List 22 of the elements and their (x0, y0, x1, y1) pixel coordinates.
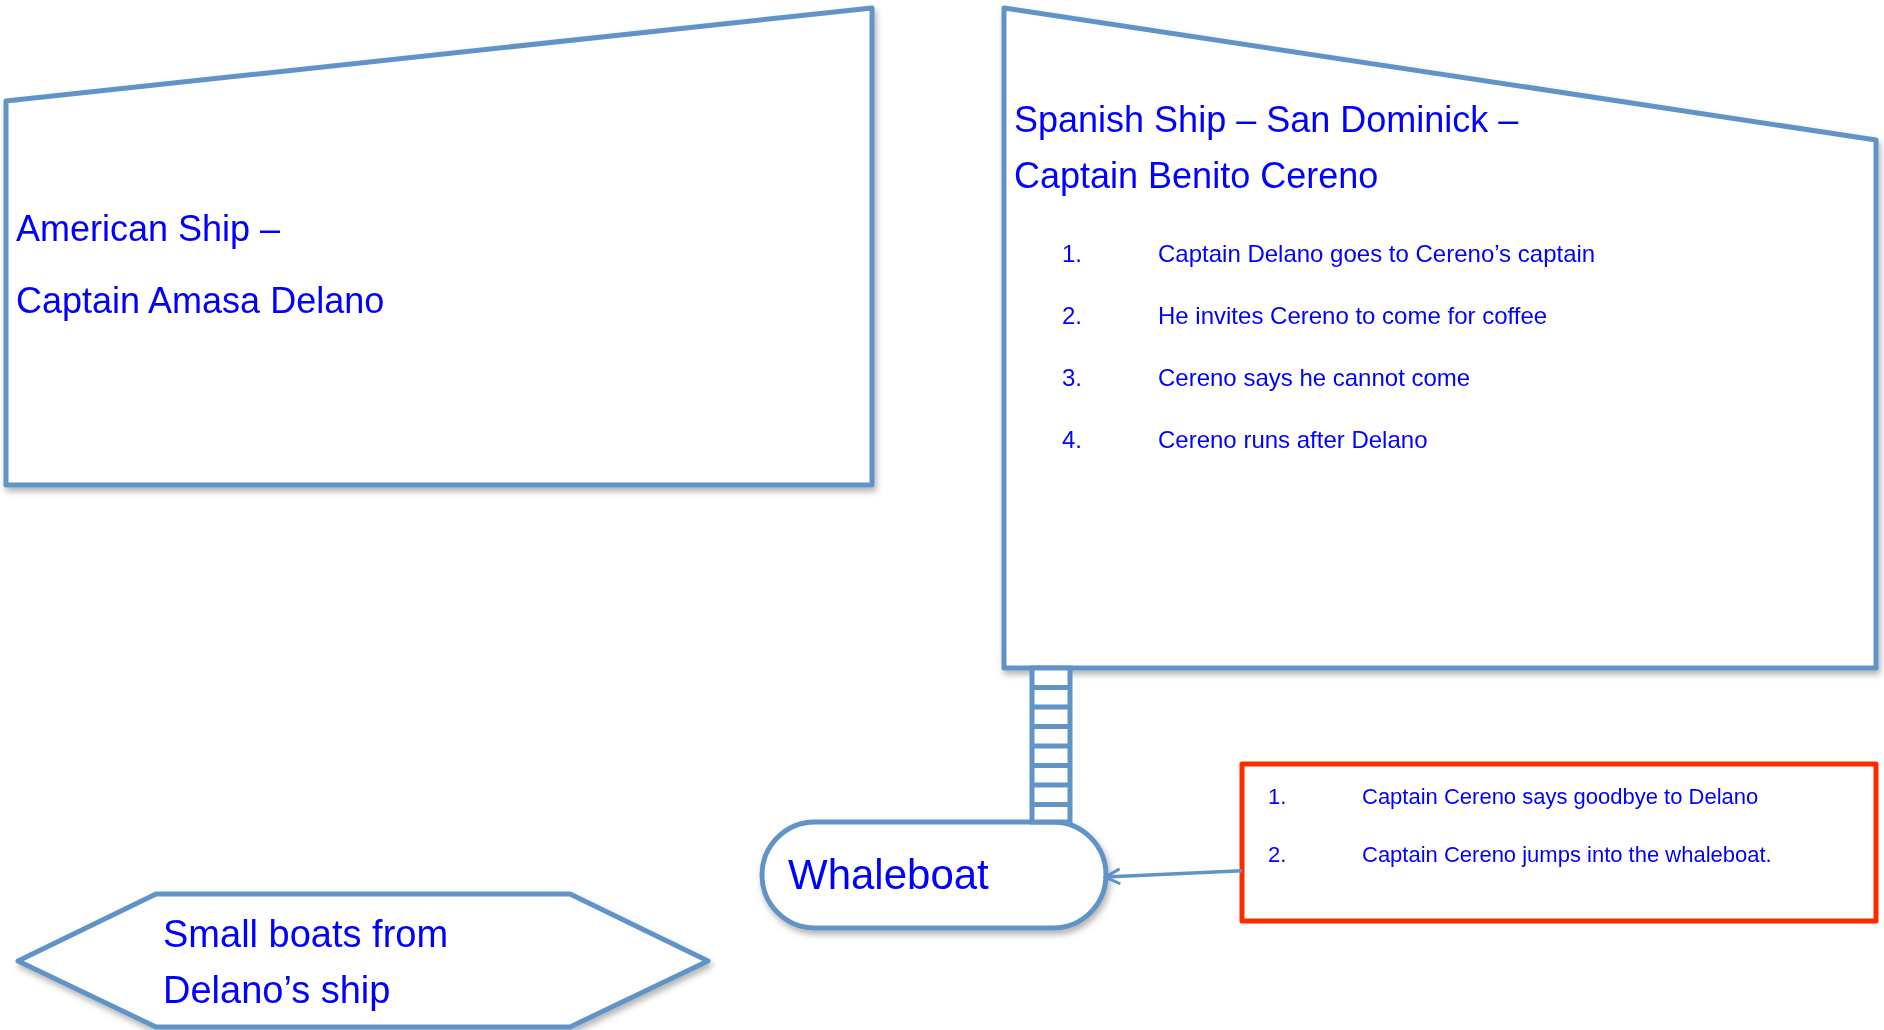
heading-text: Spanish Ship – San Dominick – Captain Benito Cereno (1014, 98, 1520, 198)
list-item-text: He invites Cereno to come for coffee (1158, 302, 1548, 330)
boat-pill (762, 822, 1106, 928)
heading-text: Small boats from Delano’s ship (163, 912, 450, 1013)
ship-outline (6, 8, 872, 485)
heading-text: Whaleboat (788, 850, 990, 900)
list-number: 2. (1268, 842, 1287, 868)
list-item-text: Cereno runs after Delano (1158, 426, 1428, 454)
ship-outline (1004, 8, 1876, 668)
list-item-text: Captain Cereno says goodbye to Delano (1362, 784, 1759, 810)
list-number: 4. (1062, 426, 1082, 454)
list-number: 3. (1062, 364, 1082, 392)
list-item-text: Cereno says he cannot come (1158, 364, 1471, 392)
list-number: 1. (1062, 240, 1082, 268)
list-item-text: Captain Delano goes to Cereno’s captain (1158, 240, 1596, 268)
hexagon-shape (18, 894, 708, 1027)
note-box (1242, 764, 1876, 921)
list-number: 2. (1062, 302, 1082, 330)
heading-text: American Ship – Captain Amasa Delano (16, 207, 386, 323)
arrow (1103, 867, 1243, 886)
list-item-text: Captain Cereno jumps into the whaleboat. (1362, 842, 1772, 868)
list-number: 1. (1268, 784, 1287, 810)
